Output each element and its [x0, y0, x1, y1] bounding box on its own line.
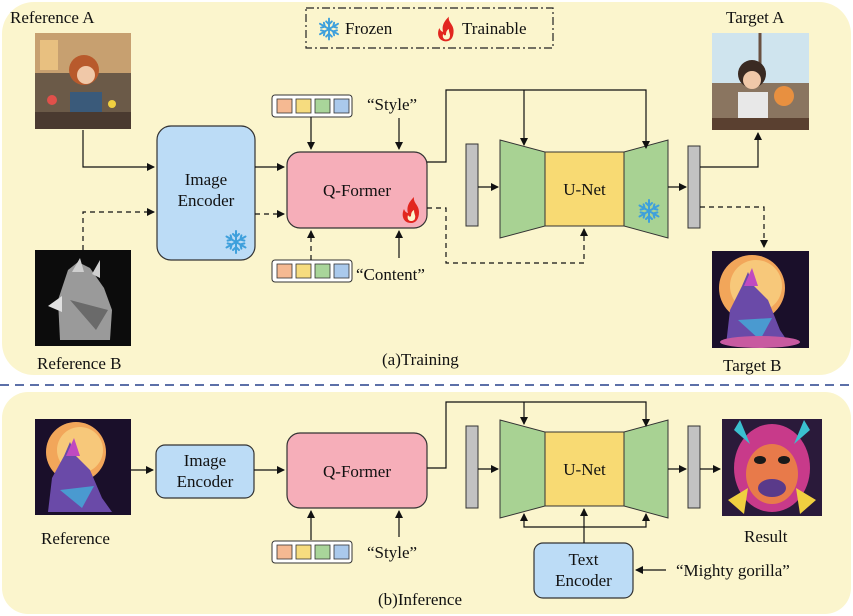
legend-trainable-label: Trainable: [462, 19, 527, 38]
inference-input-feature: [465, 425, 479, 509]
target-a-image: [712, 33, 809, 130]
training-qformer-box: [286, 151, 428, 229]
reference-a-image: [35, 33, 131, 129]
inference-query-tokens: [271, 540, 353, 564]
legend-frozen-label: Frozen: [345, 19, 393, 38]
reference-b-label: Reference B: [37, 354, 122, 373]
inference-unet: [499, 419, 669, 519]
content-prompt-label: “Content”: [356, 265, 425, 284]
target-b-label: Target B: [723, 356, 782, 375]
inference-image-encoder-box: [155, 444, 255, 499]
training-qformer-label: Q-Former: [323, 180, 391, 200]
training-connectors: [82, 89, 768, 264]
training-unet: [499, 139, 669, 239]
style-prompt-label: “Style”: [367, 95, 418, 114]
inference-unet-label: U-Net: [563, 459, 606, 479]
result-label: Result: [744, 527, 788, 546]
inference-caption: (b)Inference: [378, 590, 462, 609]
inference-reference-image: [35, 419, 131, 515]
text-encoder-label: Text Encoder: [555, 550, 612, 590]
inference-image-encoder-label: Image Encoder: [176, 451, 234, 491]
inference-qformer-label: Q-Former: [323, 461, 391, 481]
inference-connectors: [131, 401, 721, 574]
training-output-feature: [687, 145, 701, 229]
training-caption: (a)Training: [382, 350, 459, 369]
training-image-encoder-box: [156, 125, 256, 261]
training-input-feature: [465, 143, 479, 227]
inference-output-feature: [687, 425, 701, 509]
result-image: [722, 419, 822, 516]
inference-style-prompt-label: “Style”: [367, 543, 418, 562]
legend-box: [305, 7, 554, 49]
training-unet-label: U-Net: [563, 179, 606, 199]
inference-reference-label: Reference: [41, 529, 110, 548]
content-query-tokens: [271, 259, 353, 283]
reference-a-label: Reference A: [10, 8, 95, 27]
target-a-label: Target A: [726, 8, 785, 27]
reference-b-image: [35, 250, 131, 346]
style-query-tokens: [271, 94, 353, 118]
inference-qformer-box: [286, 432, 428, 509]
text-prompt-label: “Mighty gorilla”: [676, 561, 790, 580]
training-image-encoder-label: Image Encoder: [177, 170, 235, 210]
target-b-image: [712, 251, 809, 348]
